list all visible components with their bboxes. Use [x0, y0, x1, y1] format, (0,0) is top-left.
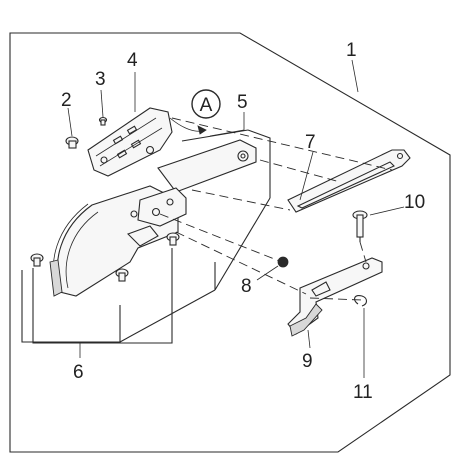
- leader-part-7: [299, 151, 314, 201]
- leader-part-9: [307, 329, 311, 349]
- leader-part-3: [100, 89, 104, 118]
- leader-part-2: [67, 107, 73, 137]
- leader-part-8: [256, 265, 279, 281]
- screw-part-3: [98, 116, 108, 126]
- leader-part-1: [351, 59, 359, 93]
- view-a-label: A: [200, 95, 213, 116]
- screw-part-2: [65, 136, 79, 149]
- assembly-line-f: [359, 241, 367, 263]
- bracket-plate-part-4: [87, 107, 173, 177]
- callout-9: 9: [302, 351, 313, 372]
- circled-letter-icon: [191, 89, 221, 119]
- lever-part-9: [287, 257, 383, 337]
- frame-housing-part-5: [21, 129, 271, 343]
- pin-part-10: [352, 210, 368, 242]
- assembly-line-c: [159, 213, 283, 263]
- callout-4: 4: [127, 50, 138, 71]
- leader-part-10: [369, 206, 405, 216]
- slotted-link-part-7: [287, 149, 411, 213]
- assembly-line-d: [175, 231, 307, 295]
- screw-part-6-right: [166, 232, 180, 246]
- assembly-line-b: [191, 189, 291, 211]
- callout-6: 6: [73, 362, 84, 383]
- callout-11: 11: [353, 382, 373, 403]
- spring-part-8: [277, 256, 289, 268]
- screw-part-6-left: [30, 253, 44, 267]
- side-plate-part-6: [49, 185, 187, 297]
- assembly-boundary-outline: [9, 32, 451, 453]
- screw-part-6-center: [115, 268, 129, 282]
- clip-part-11: [353, 295, 368, 307]
- callout-1: 1: [346, 40, 357, 61]
- assembly-line-a: [171, 117, 393, 171]
- callout-3: 3: [95, 69, 106, 90]
- callout-5: 5: [237, 92, 248, 113]
- leader-part-5: [209, 112, 245, 137]
- callout-7: 7: [305, 132, 316, 153]
- assembly-line-e: [309, 297, 363, 301]
- leader-bracket-part-6: [32, 248, 173, 344]
- view-a-arrowhead: [197, 125, 207, 135]
- callout-8: 8: [241, 276, 252, 297]
- assembly-line-g: [259, 159, 341, 183]
- callout-2: 2: [61, 90, 72, 111]
- callout-10: 10: [404, 192, 425, 213]
